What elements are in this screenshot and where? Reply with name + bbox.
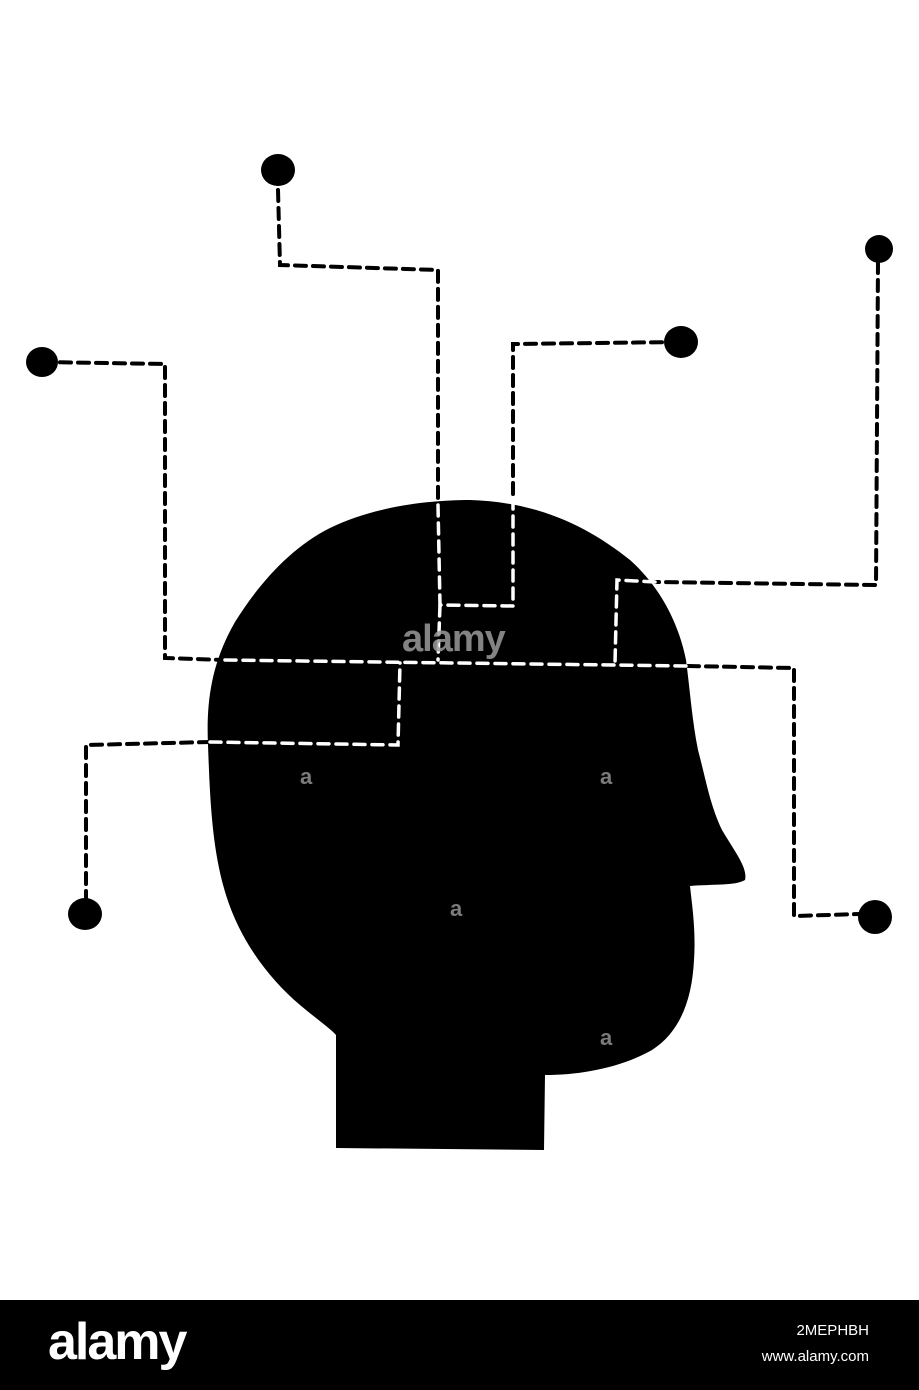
head-silhouette	[207, 500, 746, 1150]
circuit-line-far-left	[40, 360, 227, 662]
terminal-dots	[26, 154, 893, 934]
terminal-dot-top	[261, 154, 295, 186]
circuit-line-right-lower	[686, 664, 862, 919]
inner-line-step	[208, 661, 402, 747]
image-id: 2MEPHBH	[796, 1322, 869, 1339]
terminal-dot-far-left	[26, 347, 58, 377]
circuit-lines-inside	[208, 498, 690, 747]
terminal-dot-top-right	[865, 235, 893, 263]
terminal-dot-top-middle	[664, 326, 698, 358]
inner-line-top-left-continued	[436, 603, 442, 662]
circuit-line-lower-left	[84, 740, 212, 902]
illustration: alamy a a a a	[26, 154, 893, 1150]
site-url-link[interactable]: www.alamy.com	[761, 1348, 869, 1365]
terminal-dot-lower-right	[858, 900, 892, 934]
footer-bar: alamy 2MEPHBH www.alamy.com	[0, 1300, 919, 1390]
inner-line-u-shape	[436, 498, 515, 608]
circuit-line-top-left	[276, 188, 440, 507]
circuit-line-right-top	[653, 260, 880, 588]
head-circuit-artwork	[26, 154, 893, 1150]
circuit-line-top-middle	[511, 340, 682, 502]
terminal-dot-lower-left	[68, 898, 102, 930]
inner-line-horizontal	[223, 658, 690, 668]
inner-line-right-notch	[613, 578, 657, 665]
alamy-logo[interactable]: alamy	[48, 1313, 187, 1371]
circuit-lines-outside	[40, 188, 880, 919]
